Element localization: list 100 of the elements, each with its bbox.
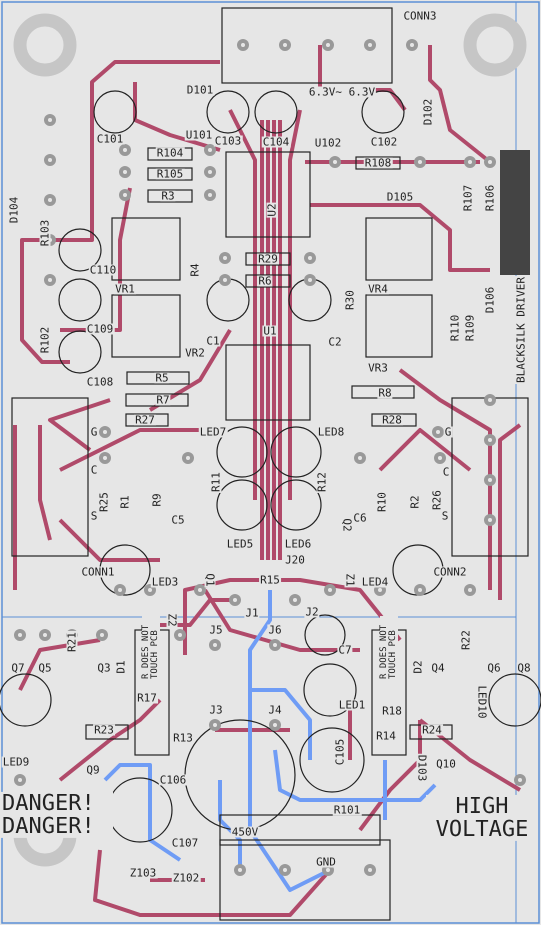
note-text: R DOES NOT TOUCH PCB: [142, 616, 160, 680]
component-designator: Q8: [516, 662, 532, 674]
component-designator: R23: [93, 724, 115, 736]
component-designator: VR3: [367, 362, 389, 374]
component-designator: R105: [156, 168, 184, 180]
component-designator: D103: [416, 754, 428, 782]
component-designator: R6: [257, 276, 273, 286]
component-designator: CONN1: [80, 566, 116, 578]
component-designator: R12: [316, 471, 328, 493]
component-designator: Q10: [435, 758, 457, 770]
component-designator: C106: [158, 774, 188, 786]
component-designator: Q6: [486, 662, 502, 674]
component-designator: C6: [352, 512, 368, 524]
component-designator: R101: [332, 804, 362, 816]
component-designator: R107: [462, 184, 474, 212]
component-designator: R7: [155, 394, 171, 406]
component-designator: Q9: [85, 764, 101, 776]
pin-label: G: [444, 426, 452, 438]
component-designator: R4: [190, 262, 200, 278]
component-designator: J2: [304, 606, 320, 618]
component-designator: Z2: [166, 612, 178, 628]
component-designator: R22: [460, 629, 472, 651]
component-designator: VR2: [184, 348, 206, 358]
component-designator: Q7: [10, 662, 26, 674]
component-designator: D104: [8, 196, 20, 224]
component-designator: R24: [421, 724, 443, 736]
component-designator: C103: [214, 136, 242, 146]
component-designator: R13: [172, 732, 194, 744]
component-designator: R108: [364, 158, 392, 168]
component-designator: R21: [66, 631, 78, 653]
warning-text: DANGER! DANGER!: [1, 792, 113, 838]
board-title: BLACKSILK DRIVER: [516, 276, 526, 384]
component-designator: Z103: [128, 868, 158, 878]
component-designator: J3: [208, 704, 224, 716]
component-designator: Z102: [172, 872, 200, 884]
component-designator: R15: [259, 574, 281, 586]
component-designator: CONN3: [402, 10, 438, 22]
component-designator: D2: [412, 659, 424, 675]
component-designator: R28: [381, 414, 403, 426]
component-designator: D106: [484, 286, 496, 314]
component-designator: Q4: [430, 662, 446, 674]
component-designator: Q3: [96, 662, 112, 674]
component-designator: R10: [376, 491, 388, 513]
component-designator: R30: [344, 289, 356, 311]
component-designator: Z1: [344, 572, 356, 588]
pin-label: S: [90, 510, 98, 522]
component-designator: J1: [244, 608, 260, 618]
component-designator: U2: [266, 202, 278, 218]
component-designator: R9: [152, 492, 162, 508]
component-designator: C107: [170, 838, 200, 848]
component-designator: C110: [88, 264, 118, 276]
component-designator: D101: [186, 84, 214, 96]
note-text: R DOES NOT TOUCH PCB: [380, 616, 398, 680]
component-designator: R5: [154, 372, 170, 384]
component-designator: C104: [262, 136, 290, 148]
component-designator: R1: [120, 494, 130, 510]
component-designator: J4: [267, 704, 283, 716]
component-designator: VR1: [114, 284, 136, 294]
component-designator: C1: [205, 336, 221, 346]
component-designator: R8: [377, 388, 393, 398]
component-designator: D105: [386, 192, 414, 202]
component-designator: LED4: [360, 576, 390, 588]
component-designator: D1: [116, 659, 126, 675]
component-designator: R3: [160, 190, 176, 202]
component-designator: C7: [337, 644, 353, 656]
component-designator: R102: [40, 326, 50, 354]
component-designator: R106: [484, 184, 496, 212]
component-designator: Q5: [37, 662, 53, 674]
component-designator: U101: [184, 130, 214, 140]
component-designator: J6: [267, 624, 283, 636]
component-designator: J5: [208, 624, 224, 636]
component-designator: R109: [464, 314, 476, 342]
component-designator: LED5: [226, 538, 254, 550]
component-designator: C109: [86, 324, 114, 334]
component-designator: R17: [136, 692, 158, 704]
component-designator: R110: [450, 314, 460, 342]
component-designator: VR4: [367, 284, 389, 294]
component-designator: R14: [375, 730, 397, 742]
pin-label: C: [90, 464, 98, 476]
component-designator: C102: [370, 136, 398, 148]
component-designator: LED1: [338, 700, 366, 710]
component-designator: C5: [170, 514, 186, 526]
component-designator: R26: [432, 489, 442, 511]
component-designator: D102: [422, 98, 434, 126]
component-designator: Q2: [342, 517, 352, 533]
pin-label: S: [440, 510, 450, 522]
component-designator: R18: [381, 706, 403, 716]
component-designator: LED3: [150, 576, 180, 588]
component-designator: J20: [284, 554, 306, 566]
component-designator: C105: [334, 738, 346, 766]
component-designator: LED7: [198, 426, 228, 438]
pin-label: G: [90, 426, 98, 438]
component-designator: R103: [40, 218, 50, 248]
pin-label: C: [442, 466, 450, 478]
component-designator: R25: [98, 491, 110, 513]
component-designator: R29: [257, 254, 279, 264]
component-designator: LED6: [284, 538, 312, 550]
component-designator: C2: [327, 336, 343, 348]
component-designator: LED9: [2, 756, 30, 768]
component-designator: LED10: [476, 684, 488, 720]
